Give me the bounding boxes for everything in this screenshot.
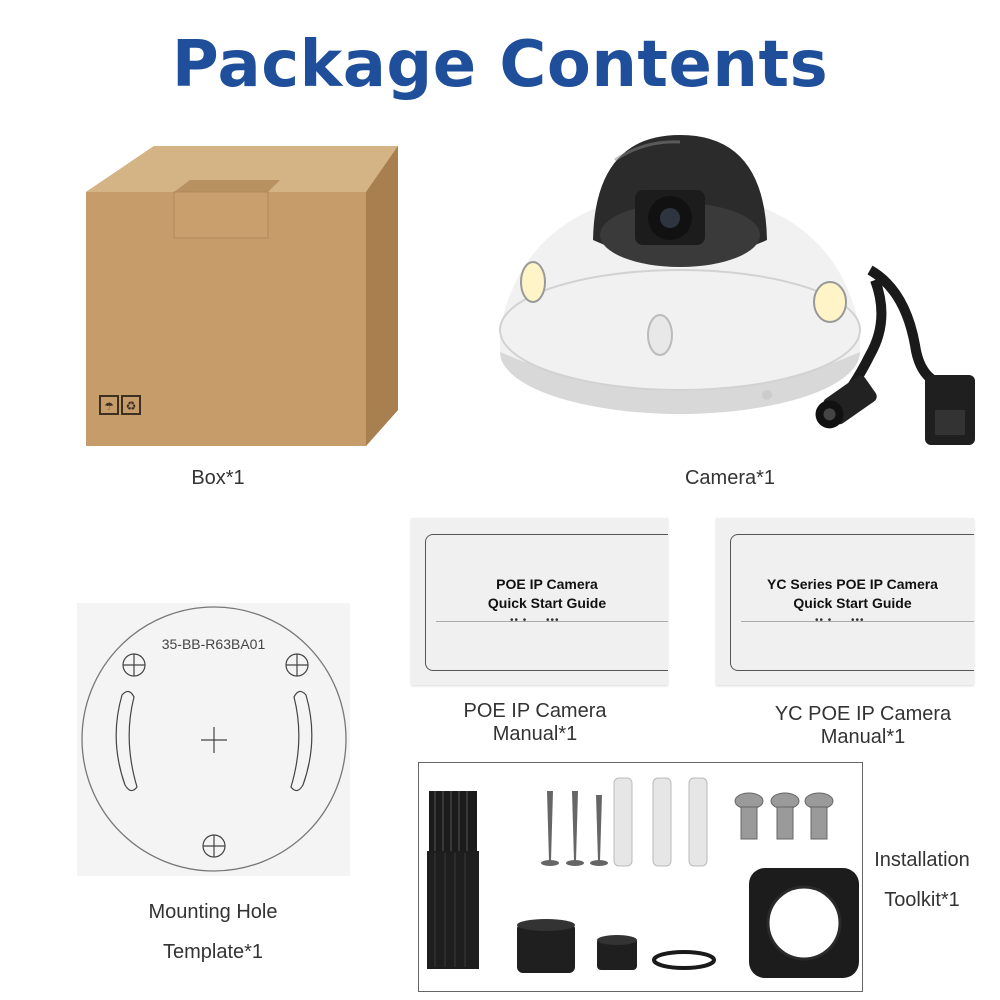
poe-manual-cover-line2: Quick Start Guide: [487, 595, 607, 611]
toolkit-caption: Installation Toolkit*1: [862, 840, 982, 920]
toolkit-image: [418, 762, 863, 992]
mounting-template-image: 35-BB-R63BA01: [77, 603, 350, 876]
camera-image: [495, 130, 990, 460]
template-caption-line1: Mounting Hole: [148, 901, 278, 923]
template-caption-line2: Template*1: [162, 941, 264, 963]
yc-manual-image: YC Series POE IP Camera Quick Start Guid…: [716, 518, 974, 685]
poe-manual-caption-line2: Manual*1: [492, 723, 578, 745]
divider: [436, 621, 668, 622]
divider: [741, 621, 974, 622]
box-image: ☂ ♻: [80, 140, 410, 450]
yc-manual-cover-line2: Quick Start Guide: [793, 595, 912, 611]
box-caption: Box*1: [191, 467, 245, 489]
toolkit-caption-line2: Toolkit*1: [884, 889, 960, 911]
template-caption: Mounting Hole Template*1: [113, 892, 313, 972]
dots-decoration: •• •: [510, 615, 528, 626]
dots-decoration: •••: [546, 615, 560, 626]
yc-manual-caption: YC POE IP Camera Manual*1: [748, 703, 978, 749]
yc-manual-caption-line1: YC POE IP Camera: [774, 703, 952, 725]
poe-manual-caption: POE IP Camera Manual*1: [420, 700, 650, 746]
template-model-code: 35-BB-R63BA01: [161, 636, 266, 652]
svg-text:☂: ☂: [104, 401, 114, 413]
dots-decoration: •••: [851, 615, 865, 626]
toolkit-caption-line1: Installation: [874, 849, 970, 871]
dots-decoration: •• •: [815, 615, 833, 626]
poe-manual-caption-line1: POE IP Camera: [463, 700, 607, 722]
page-title: Package Contents: [171, 28, 829, 102]
yc-manual-cover-line1: YC Series POE IP Camera: [767, 576, 938, 592]
camera-caption: Camera*1: [684, 467, 776, 489]
poe-manual-cover-line1: POE IP Camera: [496, 576, 598, 592]
yc-manual-caption-line2: Manual*1: [820, 726, 906, 748]
poe-manual-image: POE IP Camera Quick Start Guide •• • •••: [411, 518, 668, 685]
svg-text:♻: ♻: [126, 399, 137, 413]
